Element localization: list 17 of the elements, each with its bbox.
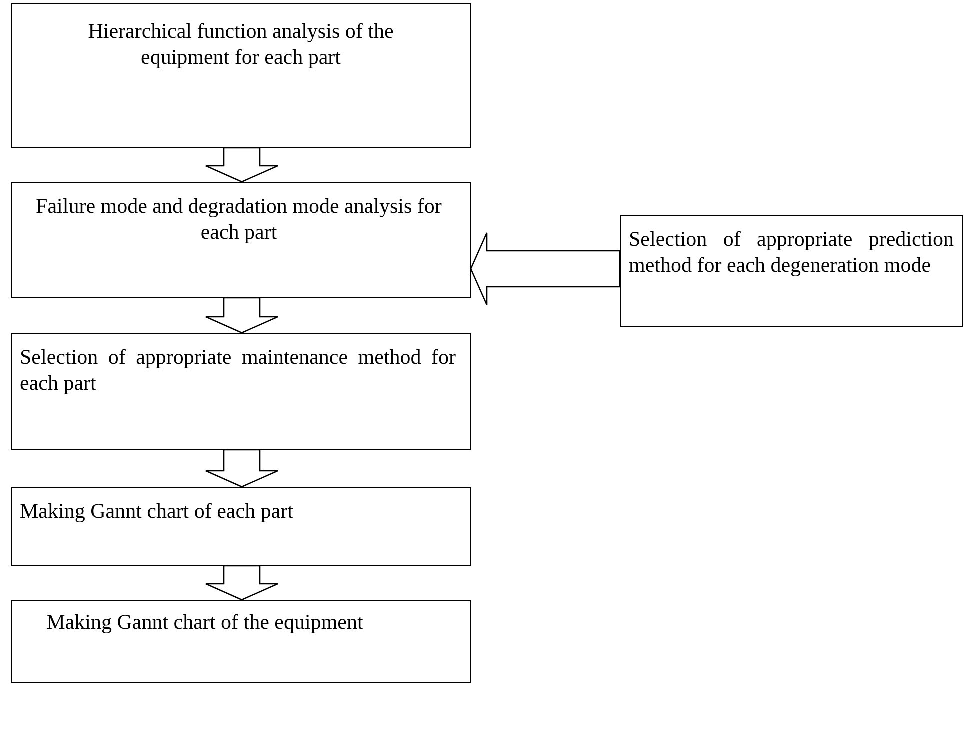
process-box	[11, 333, 471, 450]
box-text: Selection of appropriate prediction method for each degeneration mode	[629, 226, 954, 278]
block-arrow	[205, 449, 279, 488]
block-arrow	[470, 232, 621, 306]
process-box	[11, 487, 471, 566]
box-text: Making Gannt chart of each part	[20, 498, 294, 524]
box-text: Selection of appropriate maintenance method for each part	[20, 344, 456, 396]
block-arrow	[205, 565, 279, 601]
box-text: Failure mode and degradation mode analysis for each part	[35, 193, 443, 245]
process-box	[620, 215, 963, 327]
process-box	[11, 3, 471, 148]
block-arrow	[205, 297, 279, 334]
box-text: Making Gannt chart of the equipment	[46, 609, 364, 635]
block-arrow	[205, 147, 279, 183]
box-text: Hierarchical function analysis of the equipment for each part	[87, 18, 395, 70]
process-box	[11, 600, 471, 683]
process-box	[11, 182, 471, 298]
